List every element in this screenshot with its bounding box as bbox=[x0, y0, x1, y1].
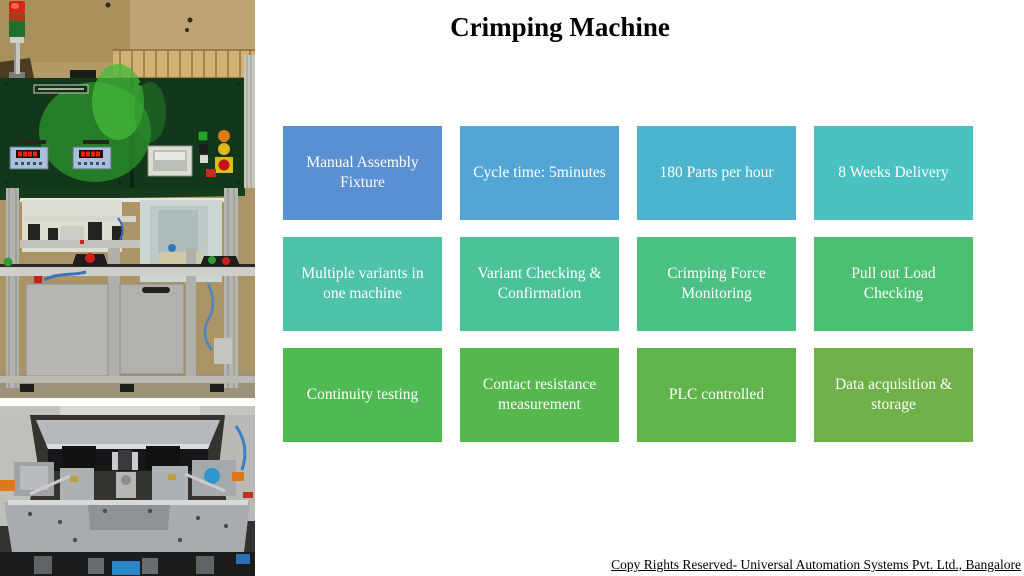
feature-tile-variant-checking: Variant Checking & Confirmation bbox=[460, 237, 619, 331]
feature-grid: Manual Assembly Fixture Cycle time: 5min… bbox=[283, 126, 973, 442]
feature-tile-data-acquisition: Data acquisition & storage bbox=[814, 348, 973, 442]
machine-control-panel-photo bbox=[0, 0, 255, 188]
feature-tile-continuity-testing: Continuity testing bbox=[283, 348, 442, 442]
feature-tile-contact-resistance: Contact resistance measurement bbox=[460, 348, 619, 442]
copyright-link[interactable]: Copy Rights Reserved- Universal Automati… bbox=[611, 557, 1021, 572]
page-title: Crimping Machine bbox=[450, 12, 670, 42]
feature-tile-crimping-force: Crimping Force Monitoring bbox=[637, 237, 796, 331]
feature-tile-delivery: 8 Weeks Delivery bbox=[814, 126, 973, 220]
feature-tile-cycle-time: Cycle time: 5minutes bbox=[460, 126, 619, 220]
machine-full-view-photo bbox=[0, 188, 255, 398]
feature-tile-plc-controlled: PLC controlled bbox=[637, 348, 796, 442]
crimping-fixture-closeup-photo bbox=[0, 406, 255, 576]
feature-tile-parts-per-hour: 180 Parts per hour bbox=[637, 126, 796, 220]
feature-tile-manual-assembly-fixture: Manual Assembly Fixture bbox=[283, 126, 442, 220]
feature-tile-pull-out-load: Pull out Load Checking bbox=[814, 237, 973, 331]
feature-tile-multiple-variants: Multiple variants in one machine bbox=[283, 237, 442, 331]
